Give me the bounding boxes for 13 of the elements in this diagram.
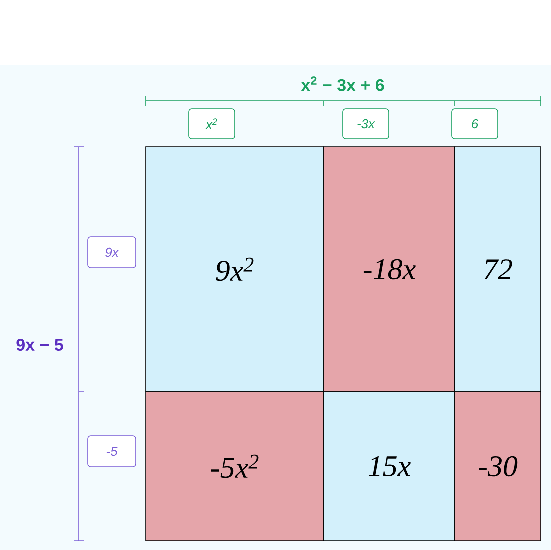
sum-label: x$^{2}$ − 3x + 6 xyxy=(301,76,384,92)
term-box: 6 xyxy=(452,108,498,140)
sum-label: 9x − 5 xyxy=(16,338,64,352)
product-cell: -5x$^{2}$ xyxy=(146,392,324,542)
term-box: 9x xyxy=(88,236,136,268)
product-cell: -18x xyxy=(324,146,456,392)
term-box: -5 xyxy=(88,436,136,468)
product-cell: -30 xyxy=(454,392,542,542)
product-cell: 9x$^{2}$ xyxy=(146,146,324,392)
term-box: -3x xyxy=(342,108,390,140)
product-cell: 72 xyxy=(454,146,542,392)
product-cell: 15x xyxy=(324,392,456,542)
term-box: x$^{2}$ xyxy=(188,108,236,140)
